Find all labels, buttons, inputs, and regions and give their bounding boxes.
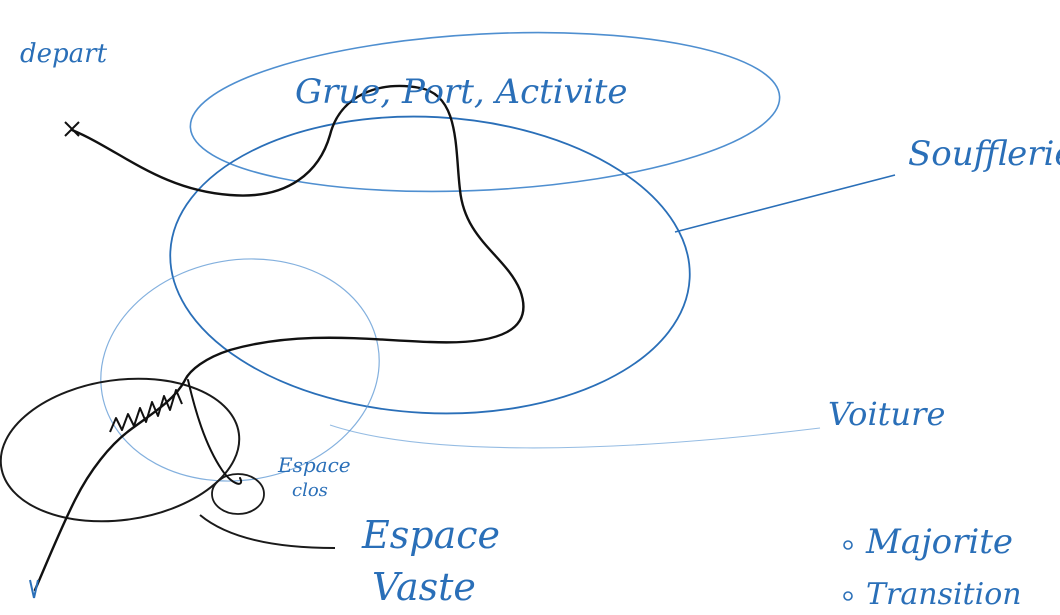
trajectory-branch: [187, 379, 243, 485]
zone-espace-vaste-ellipse: [0, 377, 241, 523]
label-voiture: Voiture: [828, 395, 945, 433]
zone-activite-ellipse: [189, 31, 781, 193]
label-espace-vaste-line1: Espace: [361, 513, 500, 557]
zone-soufflerie-ellipse: [169, 115, 691, 415]
zone-voiture-tail: [329, 424, 821, 449]
label-soufflerie: Soufflerie: [908, 134, 1060, 174]
trajectory-zigzag: [109, 389, 183, 433]
legend-item-transition: Transition: [866, 577, 1022, 612]
end-arrow-icon: [29, 579, 39, 599]
soufflerie-leader-line: [674, 174, 896, 233]
zone-voiture-ellipse: [100, 258, 380, 482]
label-espace-vaste-line2: Vaste: [372, 565, 476, 609]
legend-item-majorite: Majorite: [865, 522, 1013, 562]
zone-espace-clos-circle: [211, 473, 265, 515]
espace-vaste-leader-line: [199, 514, 336, 549]
legend-bullet-1: [843, 540, 853, 550]
label-zone-activite: Grue, Port, Activite: [295, 72, 628, 112]
legend-bullet-2: [843, 591, 853, 601]
trajectory-path: [33, 84, 525, 592]
label-start: depart: [20, 39, 108, 69]
label-espace-clos-line2: clos: [292, 480, 328, 501]
start-marker: [64, 121, 80, 137]
label-espace-clos-line1: Espace: [277, 453, 351, 477]
